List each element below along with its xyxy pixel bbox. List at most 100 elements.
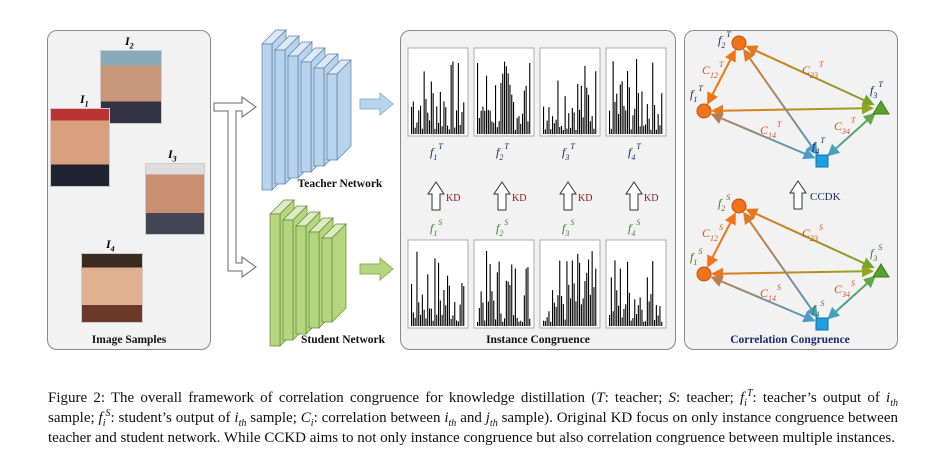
student-feature-chart-bar xyxy=(477,321,479,326)
student-feature-chart-bar xyxy=(456,320,458,326)
superscript: T xyxy=(851,116,856,125)
subscript: 23 xyxy=(810,234,818,243)
teacher-feature-chart-bar xyxy=(595,71,597,134)
superscript: T xyxy=(636,142,641,151)
teacher-feature-chart-bar xyxy=(623,106,625,134)
student-feature-chart-bar xyxy=(491,291,493,326)
teacher-feature-chart-bar xyxy=(652,62,654,134)
superscript: S xyxy=(777,283,781,292)
student-feature-chart-bar xyxy=(650,294,652,326)
student-feature-chart-bar xyxy=(614,260,616,326)
layer-side xyxy=(331,223,347,323)
superscript: S xyxy=(636,218,640,227)
student-feature-chart-bar xyxy=(625,304,627,326)
layer-front xyxy=(321,237,333,323)
superscript: S xyxy=(570,218,574,227)
node-label: f3T xyxy=(870,80,883,100)
teacher-feature-chart-bar xyxy=(516,118,518,134)
student-feature-chart-bar xyxy=(570,298,572,326)
caption-text: : student’s output of xyxy=(110,410,235,426)
teacher-feature-chart-bar xyxy=(527,121,529,134)
caption-superscript: T xyxy=(746,388,753,399)
student-feature-chart-bar xyxy=(505,280,507,326)
teacher-feature-chart-bar xyxy=(450,64,452,134)
layer-front xyxy=(261,43,273,191)
subscript: 4 xyxy=(631,229,635,238)
face-photo-3 xyxy=(145,163,205,235)
subscript: 34 xyxy=(841,127,850,136)
student-feature-chart-bar xyxy=(645,321,647,326)
student-feature-chart-bar xyxy=(414,317,416,326)
subscript: 4 xyxy=(815,310,819,319)
teacher-feature-chart-bar xyxy=(650,129,652,134)
caption-math: S xyxy=(668,390,677,406)
superscript: S xyxy=(504,218,508,227)
student-feature-chart-bar xyxy=(418,302,420,326)
teacher-feature-chart-bar xyxy=(495,85,497,134)
ccdk-arrow xyxy=(789,180,807,210)
teacher-feature-label: f3T xyxy=(562,142,575,162)
teacher-feature-chart-bar xyxy=(657,114,659,134)
teacher-feature-chart-bar xyxy=(420,105,422,134)
caption-subscript: th xyxy=(448,418,457,429)
student-feature-chart-bar xyxy=(636,314,638,326)
subscript: 3 xyxy=(872,254,877,263)
student-feature-chart-bar xyxy=(575,301,577,326)
teacher-feature-chart-bar xyxy=(412,101,414,134)
teacher-feature-chart-bar xyxy=(525,85,527,134)
student-feature-chart-bar xyxy=(612,311,614,326)
node-circle-2 xyxy=(731,35,747,51)
subscript: 14 xyxy=(768,131,776,140)
teacher-feature-chart-bar xyxy=(627,71,629,134)
student-feature-label: f4S xyxy=(628,218,640,238)
superscript: T xyxy=(438,142,443,151)
caption-subscript: i xyxy=(744,398,747,409)
subscript: 2 xyxy=(721,41,725,50)
teacher-feature-chart-bar xyxy=(434,128,436,134)
student-feature-chart-bar xyxy=(619,268,621,326)
student-feature-chart-bar xyxy=(577,253,579,326)
edge-label: C23S xyxy=(802,223,823,243)
student-feature-chart-bar xyxy=(588,259,590,326)
teacher-feature-chart-bar xyxy=(625,110,627,134)
student-feature-chart-bar xyxy=(527,267,529,326)
teacher-feature-chart-bar xyxy=(612,61,614,134)
student-feature-chart-bar xyxy=(457,321,459,326)
teacher-feature-chart-bar xyxy=(477,63,479,134)
layer-side xyxy=(336,59,352,161)
student-feature-chart-bar xyxy=(423,309,425,326)
teacher-feature-chart-bar xyxy=(584,65,586,134)
student-feature-chart-bar xyxy=(659,306,661,326)
teacher-feature-chart-bar xyxy=(564,96,566,134)
subscript: 12 xyxy=(710,71,718,80)
teacher-feature-chart-bar xyxy=(486,75,488,134)
student-feature-chart-bar xyxy=(411,283,413,326)
subscript: 4 xyxy=(815,147,819,156)
superscript: S xyxy=(698,247,702,256)
student-feature-chart-bar xyxy=(546,317,548,326)
teacher-feature-chart-bar xyxy=(504,61,506,134)
student-feature-chart-bar xyxy=(544,321,546,326)
caption-math: ith xyxy=(444,410,457,429)
edge-label: C12S xyxy=(702,223,723,243)
teacher-feature-chart-bar xyxy=(513,101,515,134)
superscript: S xyxy=(719,223,723,232)
student-feature-chart-bar xyxy=(513,315,515,326)
student-feature-chart-bar xyxy=(459,304,461,326)
subscript: 14 xyxy=(768,294,776,303)
subscript: 3 xyxy=(872,91,877,100)
student-feature-chart-bar xyxy=(478,307,480,326)
teacher-feature-chart-bar xyxy=(586,87,588,134)
teacher-feature-chart-bar xyxy=(571,107,573,134)
teacher-feature-chart-bar xyxy=(566,128,568,134)
superscript: S xyxy=(726,193,730,202)
teacher-feature-chart-bar xyxy=(416,122,418,134)
student-feature-chart-bar xyxy=(441,314,443,326)
teacher-feature-chart-bar xyxy=(643,125,645,134)
teacher-output-arrow xyxy=(359,91,394,117)
student-feature-chart-bar xyxy=(502,321,504,326)
caption-subscript: th xyxy=(489,418,498,429)
teacher-feature-chart-bar xyxy=(443,101,445,134)
teacher-feature-chart-bar xyxy=(614,101,616,134)
student-feature-chart-bar xyxy=(480,291,482,326)
